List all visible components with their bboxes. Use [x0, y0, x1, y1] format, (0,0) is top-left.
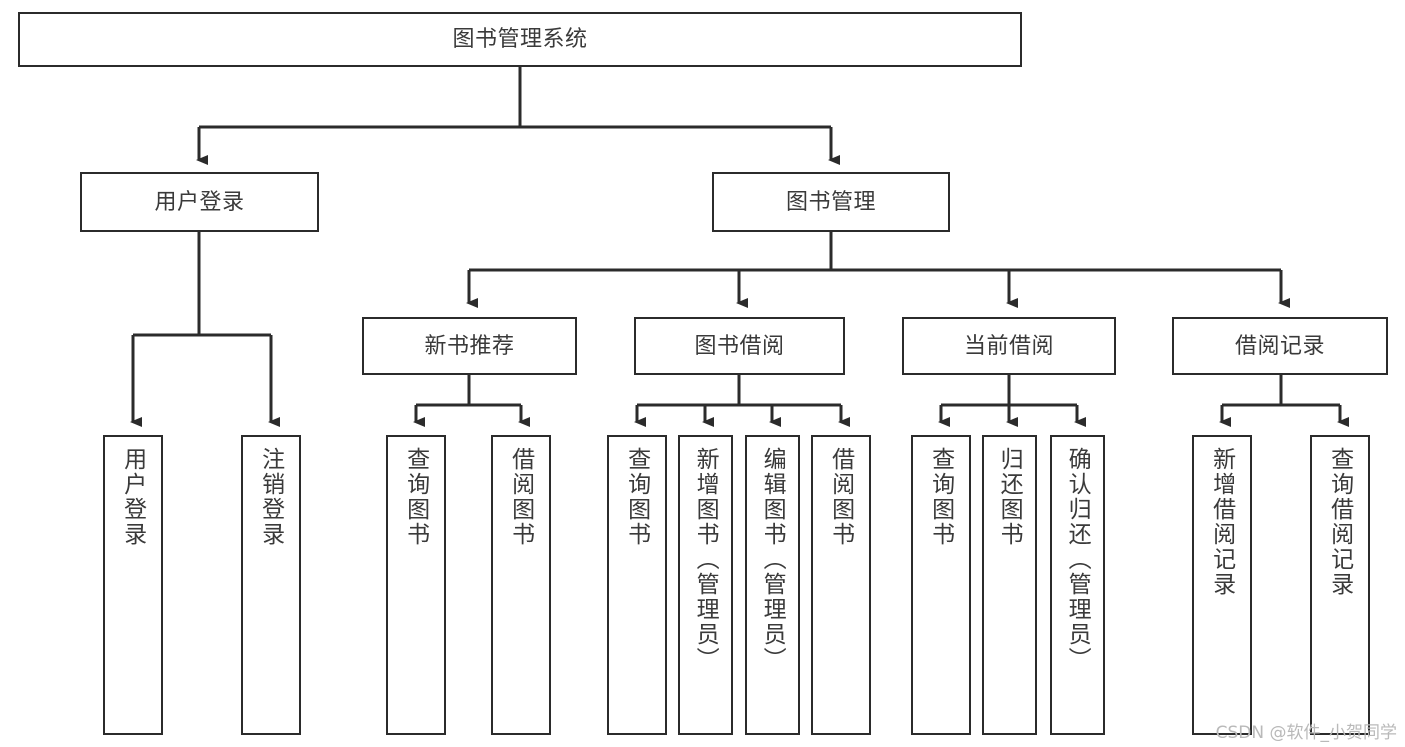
node-new-book-recommend[interactable]: 新书推荐: [362, 317, 577, 375]
leaf-query-book-borrow[interactable]: 查询图书: [607, 435, 667, 735]
leaf-query-book-borrow-label: 查询图书: [624, 447, 651, 547]
node-book-management[interactable]: 图书管理: [712, 172, 950, 232]
leaf-edit-book-admin-label: 编辑图书（管理员）: [760, 447, 787, 672]
watermark: CSDN @软件_小贺同学: [1215, 723, 1397, 743]
node-new-book-recommend-label: 新书推荐: [424, 332, 515, 358]
leaf-query-book-current-label: 查询图书: [928, 447, 955, 547]
node-borrow-records-label: 借阅记录: [1234, 332, 1325, 358]
leaf-borrow-book-recommend-label: 借阅图书: [508, 447, 535, 547]
leaf-borrow-book[interactable]: 借阅图书: [811, 435, 871, 735]
node-borrow-records[interactable]: 借阅记录: [1172, 317, 1388, 375]
leaf-return-book[interactable]: 归还图书: [982, 435, 1037, 735]
node-book-borrow[interactable]: 图书借阅: [634, 317, 845, 375]
leaf-user-login[interactable]: 用户登录: [103, 435, 163, 735]
leaf-add-book-admin[interactable]: 新增图书（管理员）: [678, 435, 733, 735]
leaf-query-borrow-record[interactable]: 查询借阅记录: [1310, 435, 1370, 735]
node-book-management-label: 图书管理: [785, 188, 876, 214]
leaf-query-borrow-record-label: 查询借阅记录: [1327, 447, 1354, 597]
leaf-confirm-return-admin[interactable]: 确认归还（管理员）: [1050, 435, 1105, 735]
leaf-logout[interactable]: 注销登录: [241, 435, 301, 735]
node-user-login[interactable]: 用户登录: [80, 172, 319, 232]
leaf-query-book-current[interactable]: 查询图书: [911, 435, 971, 735]
leaf-add-book-admin-label: 新增图书（管理员）: [693, 447, 720, 672]
node-current-borrow[interactable]: 当前借阅: [902, 317, 1116, 375]
leaf-logout-label: 注销登录: [258, 447, 285, 547]
leaf-query-book-recommend-label: 查询图书: [403, 447, 430, 547]
leaf-borrow-book-recommend[interactable]: 借阅图书: [491, 435, 551, 735]
leaf-query-book-recommend[interactable]: 查询图书: [386, 435, 446, 735]
leaf-add-borrow-record[interactable]: 新增借阅记录: [1192, 435, 1252, 735]
leaf-return-book-label: 归还图书: [997, 447, 1024, 547]
node-user-login-label: 用户登录: [154, 188, 245, 214]
leaf-user-login-label: 用户登录: [120, 447, 147, 547]
node-root[interactable]: 图书管理系统: [18, 12, 1022, 67]
node-current-borrow-label: 当前借阅: [963, 332, 1054, 358]
leaf-borrow-book-label: 借阅图书: [828, 447, 855, 547]
leaf-edit-book-admin[interactable]: 编辑图书（管理员）: [745, 435, 800, 735]
node-root-label: 图书管理系统: [452, 26, 588, 52]
leaf-add-borrow-record-label: 新增借阅记录: [1209, 447, 1236, 597]
node-book-borrow-label: 图书借阅: [694, 332, 785, 358]
leaf-confirm-return-admin-label: 确认归还（管理员）: [1065, 447, 1092, 672]
